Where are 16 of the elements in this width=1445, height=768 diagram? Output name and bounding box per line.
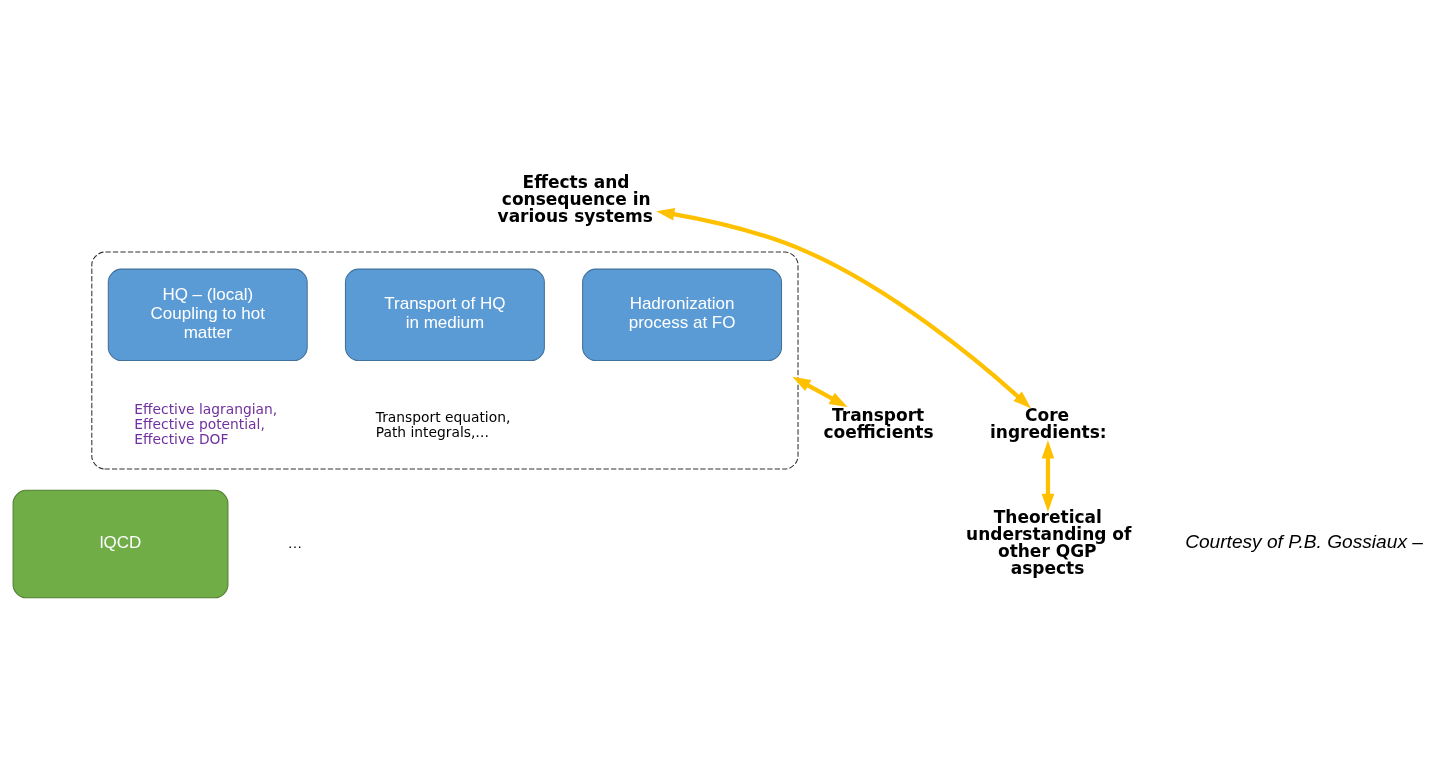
node-box: Transport of HQ in medium <box>344 268 545 361</box>
arrow <box>792 376 848 407</box>
arrow <box>1041 439 1055 512</box>
node-text: Theoretical understanding of other QGP aspects <box>966 506 1132 578</box>
node-box: HQ – (local) Coupling to hot matter <box>107 268 308 361</box>
node-text: Effects and consequence in various systems <box>497 171 653 226</box>
node-text: Transport coefficients <box>823 404 934 442</box>
label: … <box>287 534 303 551</box>
label: Courtesy of P.B. Gossiaux – <box>1185 530 1423 552</box>
node-label: Transport equation, Path integrals,… <box>375 408 511 440</box>
arrow <box>656 207 1032 408</box>
cluster <box>91 251 799 470</box>
node-box: lQCD <box>12 489 229 598</box>
node-box: Hadronization process at FO <box>582 268 783 361</box>
node-label: Effective lagrangian, Effective potential, Effective DOF <box>134 400 278 447</box>
node-text: Core ingredients: <box>989 404 1107 442</box>
